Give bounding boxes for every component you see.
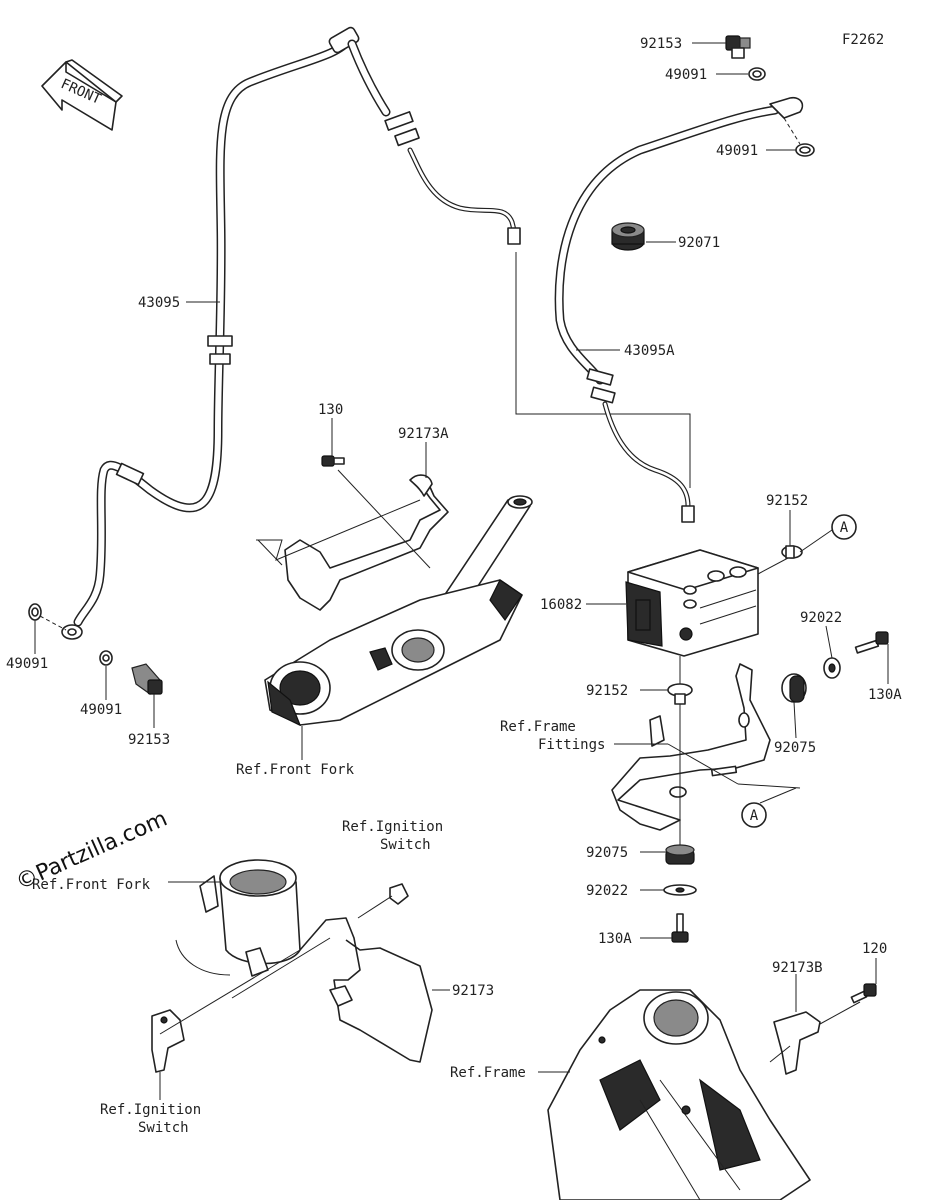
grommet-92075-lower (665, 844, 695, 865)
callout-49091-left2: 49091 (80, 702, 122, 718)
ref-ignition-switch-top-line2: Switch (380, 837, 431, 853)
collar-92152-mid (667, 683, 693, 705)
callout-92152-mid: 92152 (586, 683, 628, 699)
callout-92075-lower: 92075 (586, 845, 628, 861)
callout-92173: 92173 (452, 983, 494, 999)
front-fork-upper-assembly (264, 495, 533, 727)
bracket-92173A (284, 474, 449, 611)
banjo-bolt-92153-bottom (131, 663, 163, 695)
callout-92153-top: 92153 (640, 36, 682, 52)
leader-lines (34, 42, 889, 1100)
bracket-92173B (773, 1011, 821, 1075)
callout-43095: 43095 (138, 295, 180, 311)
grommet-92075-right (781, 673, 807, 703)
ref-ignition-switch-bottom-line1: Ref.Ignition (100, 1102, 201, 1118)
bracket-92173 (299, 917, 433, 1063)
callout-43095A: 43095A (624, 343, 675, 359)
callout-49091-right: 49091 (716, 143, 758, 159)
bolt-130 (321, 455, 345, 467)
upper-brake-pipe (347, 39, 521, 245)
diagram-code: F2262 (842, 32, 884, 48)
nut-ref-ignition-switch-top (389, 883, 409, 905)
front-fork-lower-assembly (175, 859, 301, 977)
ref-ignition-switch-bottom-line2: Switch (138, 1120, 189, 1136)
abs-hydraulic-unit-16082 (625, 549, 759, 657)
bolt-130A-lower (671, 913, 689, 943)
ref-frame-fittings-line2: Fittings (538, 737, 605, 753)
marker-a-top-text: A (840, 520, 849, 536)
marker-a-bottom-text: A (750, 808, 759, 824)
frame-lower-assembly (547, 989, 811, 1200)
callout-92022-right: 92022 (800, 610, 842, 626)
front-arrow: FRONT (41, 59, 123, 131)
brake-hose-43095A (554, 96, 804, 523)
callout-92022-lower: 92022 (586, 883, 628, 899)
callout-92173A: 92173A (398, 426, 449, 442)
marker-a-top: A (831, 514, 857, 540)
frame-fittings-bracket (611, 663, 771, 831)
marker-a-bottom: A (741, 802, 767, 828)
callout-130A-lower: 130A (598, 931, 632, 947)
callout-16082: 16082 (540, 597, 582, 613)
brake-hose-43095 (61, 26, 360, 640)
callout-49091-left: 49091 (6, 656, 48, 672)
banjo-bolt-92153-top (725, 35, 751, 59)
pipe-connection-line (515, 252, 691, 488)
callout-92152-top: 92152 (766, 493, 808, 509)
ref-front-fork-lower: Ref.Front Fork (32, 877, 151, 893)
callout-92071: 92071 (678, 235, 720, 251)
callout-49091-top: 49091 (665, 67, 707, 83)
collar-92152-top (781, 545, 803, 559)
grommet-92071 (611, 222, 645, 251)
callout-92153-bottom: 92153 (128, 732, 170, 748)
ref-frame: Ref.Frame (450, 1065, 526, 1081)
ref-front-fork-upper: Ref.Front Fork (236, 762, 355, 778)
bolt-130A-right (854, 631, 889, 654)
ignition-switch-bracket-lower (151, 1009, 185, 1073)
bolt-120 (850, 983, 877, 1004)
callout-130A-right: 130A (868, 687, 902, 703)
ref-frame-fittings-line1: Ref.Frame (500, 719, 576, 735)
callout-92075-right: 92075 (774, 740, 816, 756)
callout-130: 130 (318, 402, 343, 418)
ref-ignition-switch-top-line1: Ref.Ignition (342, 819, 443, 835)
callout-120: 120 (862, 941, 887, 957)
callout-92173B: 92173B (772, 960, 823, 976)
